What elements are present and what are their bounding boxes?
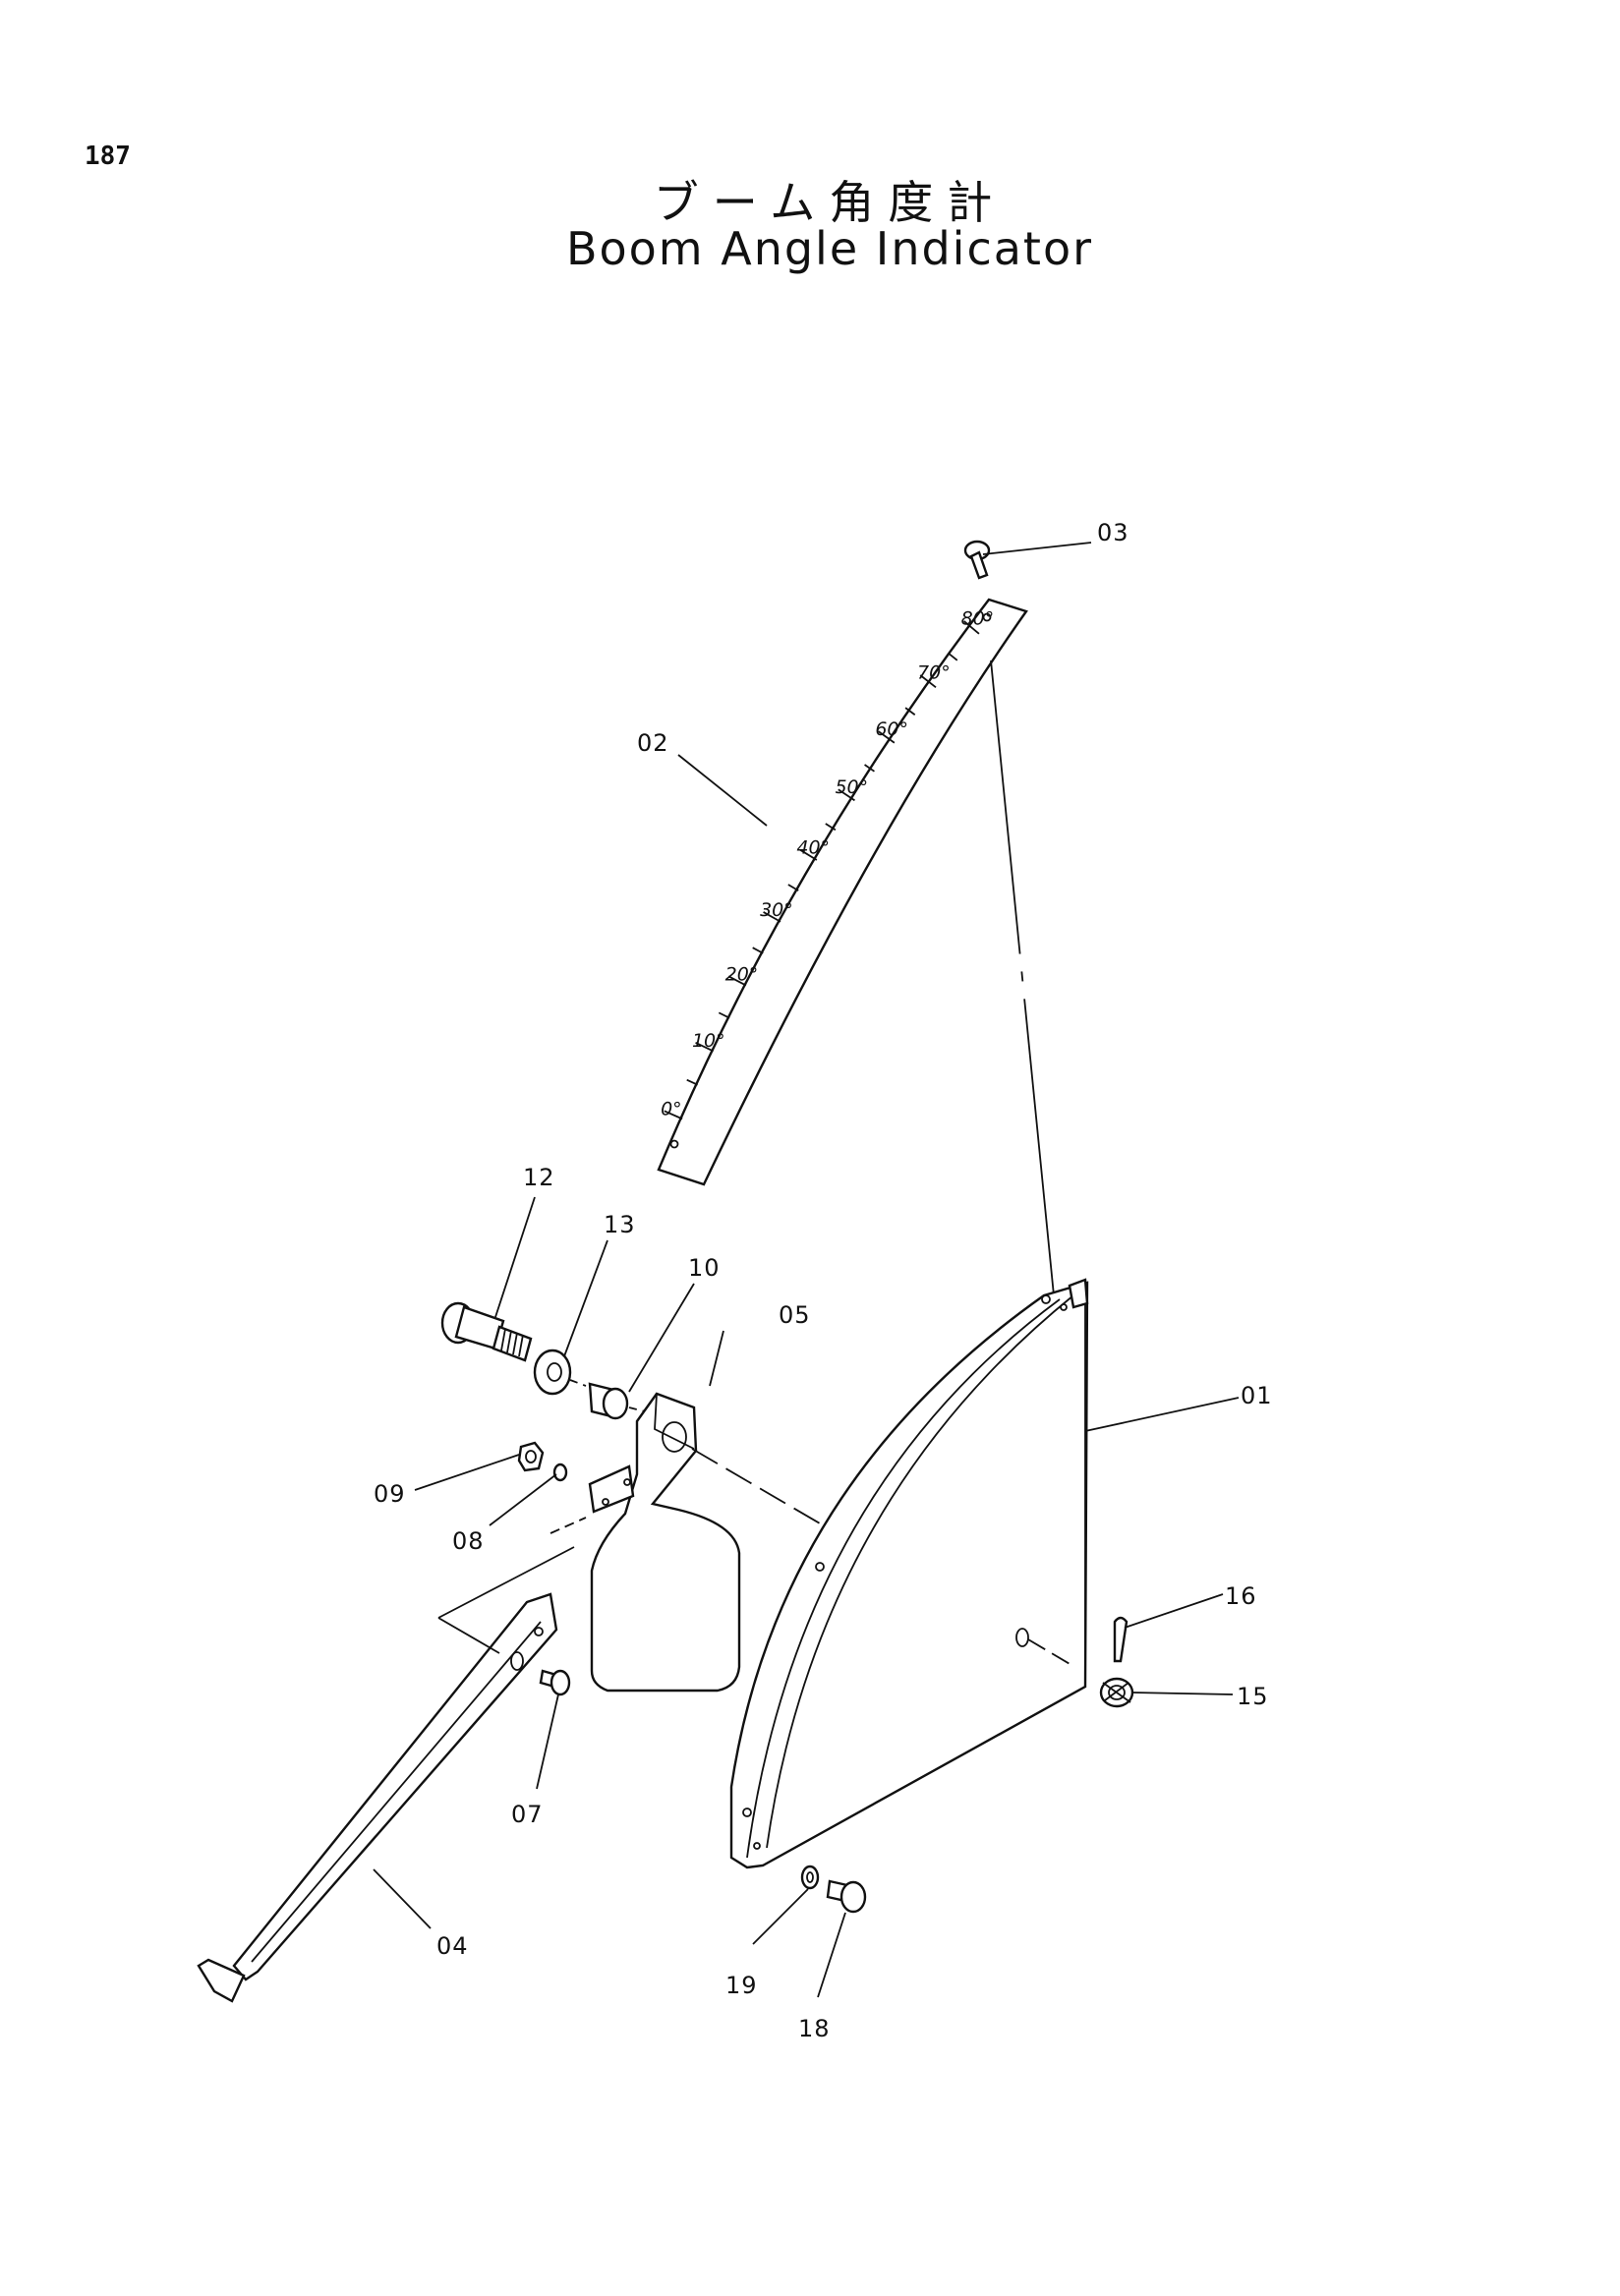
callout-16: 16: [1225, 1582, 1257, 1610]
part-19-washer: [800, 1865, 820, 1890]
callout-12: 12: [523, 1164, 555, 1191]
callout-09: 09: [374, 1480, 406, 1508]
part-15-knob: [1099, 1677, 1134, 1708]
scale-label-0: 0°: [661, 1099, 682, 1120]
scale-tick: [947, 652, 958, 661]
part-05-pendulum: [588, 1392, 741, 1693]
callout-15: 15: [1237, 1683, 1269, 1710]
part-08-lock-washer: [552, 1463, 568, 1482]
scale-label-6: 60°: [875, 718, 908, 740]
callout-08: 08: [452, 1527, 485, 1555]
scale-tick: [919, 674, 937, 688]
scale-tick: [695, 1041, 715, 1053]
scale-tick: [718, 1011, 730, 1019]
callout-labels: 03 02 01 05 10 13 12 09 08 07 04 16 15 1…: [374, 519, 1273, 2042]
title-japanese: ブーム角度計: [653, 176, 1007, 229]
scale-label-7: 70°: [917, 662, 951, 684]
scale-labels: 0°10°20°30°40°50°60°70°80°: [661, 607, 994, 1119]
scale-hole-top: [982, 612, 992, 622]
part-04-indicator-bar: [197, 1592, 558, 2003]
scale-ticks: [664, 620, 980, 1120]
title-english: Boom Angle Indicator: [565, 222, 1094, 275]
scale-label-1: 10°: [692, 1030, 725, 1052]
callout-03: 03: [1097, 519, 1129, 546]
callout-19: 19: [725, 1972, 758, 1999]
scale-tick: [752, 947, 764, 954]
callout-05: 05: [779, 1301, 811, 1329]
scale-label-2: 20°: [725, 963, 759, 985]
scale-label-3: 30°: [760, 899, 793, 921]
scale-label-4: 40°: [796, 836, 830, 858]
part-07-screw: [539, 1669, 571, 1696]
callout-18: 18: [798, 2015, 831, 2042]
callout-13: 13: [604, 1211, 636, 1238]
scale-tick: [904, 707, 916, 716]
part-10-bushing: [588, 1382, 629, 1420]
scale-tick: [878, 730, 896, 744]
leader-lines: [373, 542, 1240, 1998]
scale-tick: [838, 788, 855, 802]
scale-tick: [825, 823, 837, 832]
part-18-bolt: [826, 1879, 867, 1914]
part-02-angle-scale-plate: 0°10°20°30°40°50°60°70°80°: [657, 598, 1028, 1186]
scale-tick: [686, 1078, 699, 1086]
callout-02: 02: [637, 729, 669, 757]
scale-tick: [727, 975, 747, 987]
scale-tick: [799, 848, 818, 861]
scale-tick: [763, 911, 781, 923]
scale-tick: [864, 764, 875, 773]
part-01-quadrant-housing: [729, 1278, 1089, 1869]
part-09-nut: [517, 1441, 545, 1472]
callout-01: 01: [1241, 1382, 1273, 1409]
part-16-cotter-pin: [1113, 1616, 1128, 1663]
callout-04: 04: [436, 1932, 469, 1960]
scale-tick: [664, 1110, 683, 1120]
scale-label-5: 50°: [835, 776, 868, 798]
part-12-pin: [440, 1301, 533, 1362]
callout-07: 07: [511, 1801, 544, 1828]
scale-hole-bottom: [669, 1139, 679, 1149]
part-03-screw: [963, 540, 991, 580]
page-number: 187: [85, 142, 131, 171]
callout-10: 10: [688, 1254, 721, 1282]
part-13-washer: [533, 1349, 572, 1396]
scale-tick: [963, 620, 980, 635]
scale-tick: [787, 884, 799, 891]
